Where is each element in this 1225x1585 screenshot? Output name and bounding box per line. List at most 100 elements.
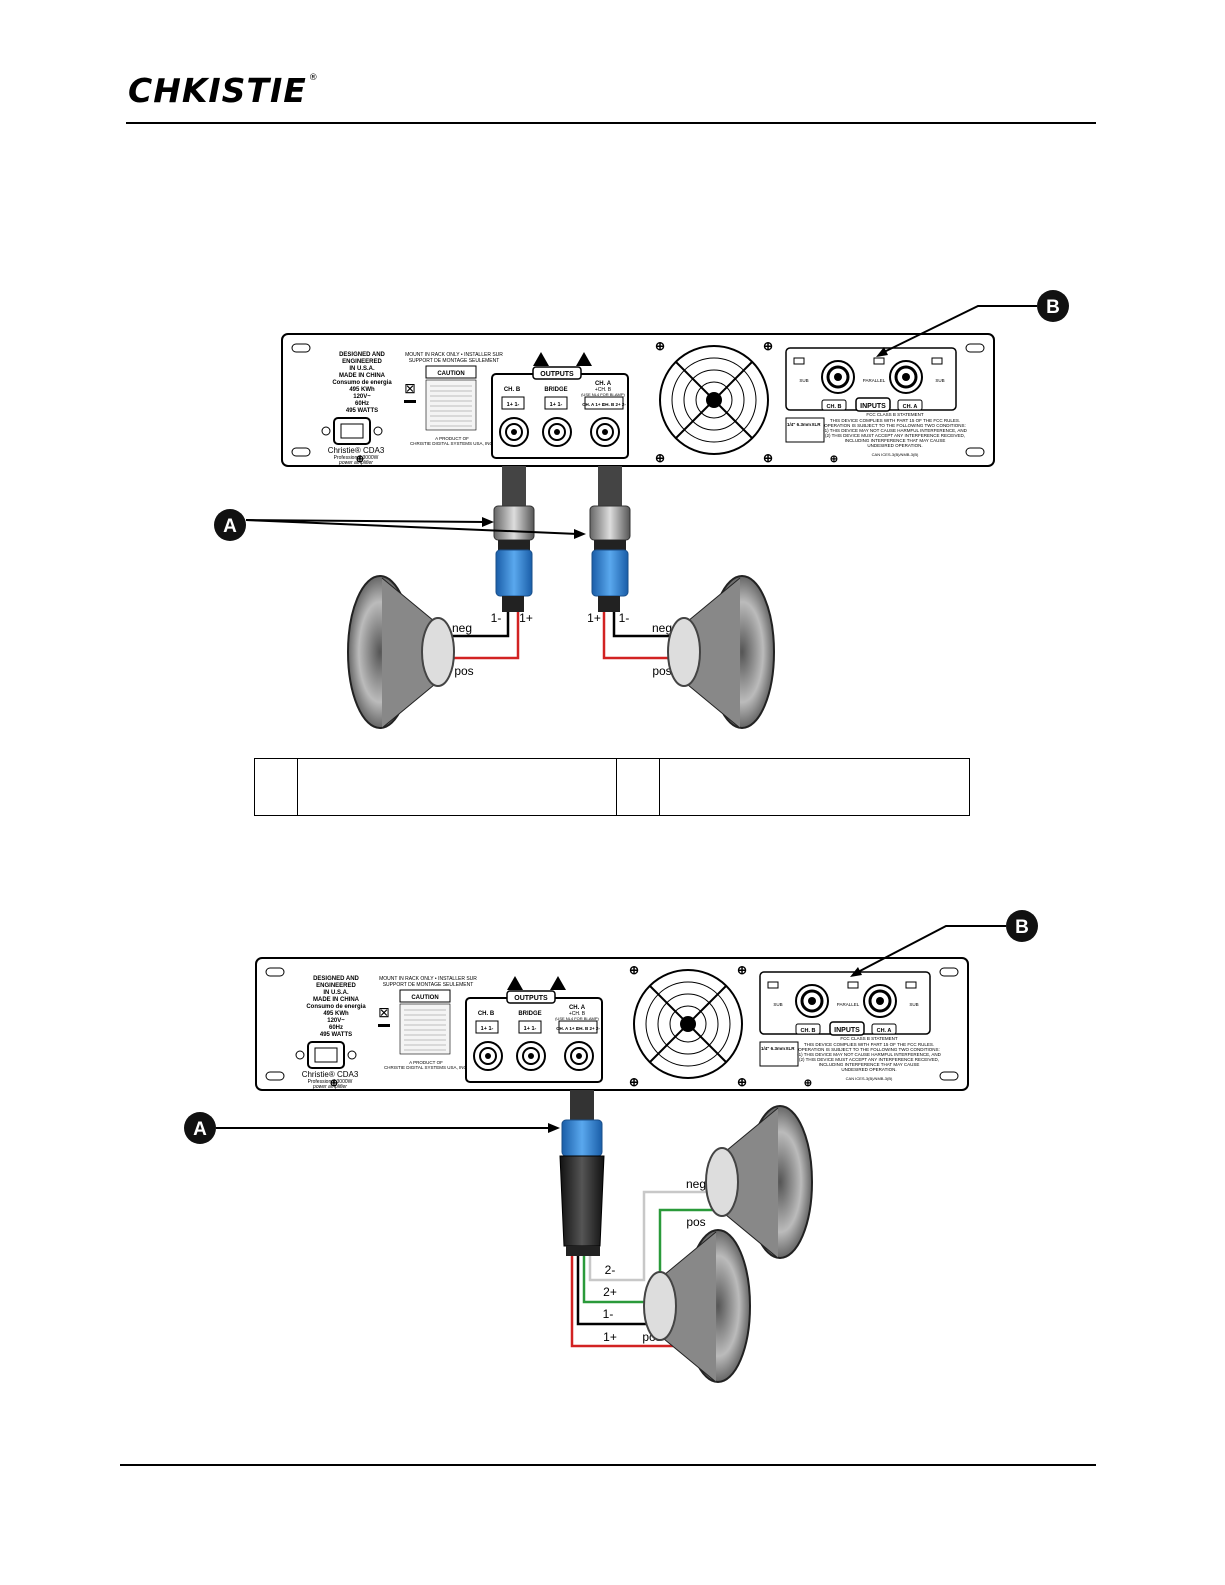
caution-label: CAUTION <box>411 995 438 1001</box>
fcc-line: THIS DEVICE COMPLIES WITH PART 15 OF THE… <box>804 1042 934 1047</box>
svg-text:⊕: ⊕ <box>655 451 665 465</box>
svg-text:⊕: ⊕ <box>655 339 665 353</box>
amp-spec-line: 495 WATTS <box>346 408 378 414</box>
wire-neg-right <box>612 612 682 638</box>
fcc-line: THIS DEVICE COMPLIES WITH PART 15 OF THE… <box>830 418 960 423</box>
amp-spec-line: DESIGNED AND <box>339 352 385 358</box>
callout-b-label: B <box>1015 917 1029 938</box>
amp-spec-line: 495 WATTS <box>320 1032 352 1038</box>
wire-pos-left <box>434 612 520 660</box>
amp-spec-line: 495 KWh <box>323 1011 349 1017</box>
wire-label: pos <box>652 664 671 678</box>
fan-grille-icon: ⊕ ⊕ ⊕ ⊕ <box>629 963 747 1089</box>
callout-legend-table <box>254 758 970 816</box>
amp-spec-line: IN U.S.A. <box>349 366 375 372</box>
input-ch-a: CH. A <box>877 1028 892 1034</box>
amp-model-sub: power amplifier <box>312 1084 347 1090</box>
christie-logo: CHKISTIE® <box>128 73 319 108</box>
wire-label: 1- <box>619 611 630 625</box>
bi-amp-note: (USE NL4 FOR BI-AMP) <box>581 392 625 397</box>
fan-grille-icon: ⊕ ⊕ ⊕ ⊕ <box>655 339 773 465</box>
svg-text:⊕: ⊕ <box>737 963 747 977</box>
svg-text:⊕: ⊕ <box>830 454 838 465</box>
wire-label: 2- <box>605 1263 616 1277</box>
amp-spec-line: 120V~ <box>327 1018 345 1024</box>
amp-spec-line: ENGINEERED <box>316 983 356 989</box>
bridge-label: BRIDGE <box>518 1011 541 1017</box>
port-bridge-label: 1+ 1- <box>550 402 563 408</box>
product-of: CHRISTIE DIGITAL SYSTEMS USA, INC. <box>410 441 494 446</box>
callout-a: A <box>184 1112 560 1144</box>
input-switch-label: SUB <box>773 1002 782 1007</box>
svg-text:⊕: ⊕ <box>763 451 773 465</box>
amp-model-sub: power amplifier <box>338 460 373 466</box>
amp-model-sub: Professional 3000W <box>308 1079 353 1085</box>
xlr-label: XLR <box>786 1046 796 1051</box>
inputs-label: INPUTS <box>834 1027 860 1034</box>
product-of: A PRODUCT OF <box>409 1060 443 1065</box>
amp-spec-line: 60Hz <box>329 1025 343 1031</box>
amp-spec-line: 60Hz <box>355 401 369 407</box>
fcc-line: UNDESIRED OPERATION. <box>841 1067 896 1072</box>
warning-icon <box>507 976 523 990</box>
speakon-plug-left <box>493 466 535 612</box>
power-inlet-icon <box>295 1041 357 1069</box>
amp-spec-line: Consumo de energia <box>306 1004 366 1010</box>
weee-bin-icon: ⊠ <box>404 380 416 396</box>
callout-b-label: B <box>1046 297 1060 318</box>
figure-2-biamp-wiring: DESIGNED AND ENGINEERED IN U.S.A. MADE I… <box>184 910 1038 1383</box>
speakon-jack-icon <box>473 1041 503 1071</box>
svg-text:⊕: ⊕ <box>629 1075 639 1089</box>
wire-label: 2+ <box>603 1285 617 1299</box>
input-switch-label: SUB <box>909 1002 918 1007</box>
port-b-label: 1+ 1- <box>507 402 520 408</box>
weee-bin-icon: ⊠ <box>378 1004 390 1020</box>
footer-rule <box>120 1464 1096 1466</box>
registered-mark: ® <box>308 73 319 83</box>
amp-spec-line: 120V~ <box>353 394 371 400</box>
fcc-line: (2) THIS DEVICE MUST ACCEPT ANY INTERFER… <box>799 1057 939 1062</box>
wire-label: 1+ <box>519 611 533 625</box>
svg-text:⊕: ⊕ <box>330 1078 338 1089</box>
xlr-input-jack-icon <box>889 360 923 394</box>
wire-label: 1- <box>603 1307 614 1321</box>
mount-text: MOUNT IN RACK ONLY • INSTALLER SUR <box>379 976 477 982</box>
xlr-label: XLR <box>812 422 822 427</box>
wire-neg-left <box>434 612 510 638</box>
inputs-label: INPUTS <box>860 403 886 410</box>
ch-a-label: CH. A <box>595 381 612 387</box>
caution-label: CAUTION <box>437 371 464 377</box>
warning-icon <box>533 352 549 366</box>
port-bridge-label: 1+ 1- <box>524 1026 537 1032</box>
input-switch-label: PARALLEL <box>837 1002 860 1007</box>
warning-icon <box>576 352 592 366</box>
wire-2-minus <box>588 1190 718 1282</box>
legend-key-a <box>254 758 298 816</box>
warning-icon <box>550 976 566 990</box>
speakon-jack-icon <box>499 417 529 447</box>
speakon-jack-icon <box>516 1041 546 1071</box>
ch-b-label: CH. B <box>504 387 521 393</box>
input-ch-a: CH. A <box>903 404 918 410</box>
amp-spec-line: Consumo de energia <box>332 380 392 386</box>
mount-text: MOUNT IN RACK ONLY • INSTALLER SUR <box>405 352 503 358</box>
amp-model: Christie® CDA3 <box>328 446 385 455</box>
fcc-line: (1) THIS DEVICE MAY NOT CAUSE HARMFUL IN… <box>797 1052 942 1057</box>
xlr-input-jack-icon <box>821 360 855 394</box>
amp-spec-line: MADE IN CHINA <box>313 997 360 1003</box>
input-switch-label: SUB <box>799 378 808 383</box>
input-switch-label: PARALLEL <box>863 378 886 383</box>
input-ch-b: CH. B <box>801 1028 816 1034</box>
legend-desc-a <box>297 758 617 816</box>
outputs-label: OUTPUTS <box>540 371 574 378</box>
callout-a-label: A <box>193 1119 207 1140</box>
wire-label: pos <box>454 664 473 678</box>
port-b-label: 1+ 1- <box>481 1026 494 1032</box>
xlr-input-jack-icon <box>863 984 897 1018</box>
header-rule <box>126 122 1096 124</box>
mount-text: SUPPORT DE MONTAGE SEULEMENT <box>409 358 500 364</box>
speaker-top-icon <box>705 1105 813 1259</box>
port-a2-label: CH. B 2+ 2- <box>576 1026 600 1031</box>
input-switch-label: SUB <box>935 378 944 383</box>
port-a-label: CH. A 1+ 1- <box>582 402 606 407</box>
